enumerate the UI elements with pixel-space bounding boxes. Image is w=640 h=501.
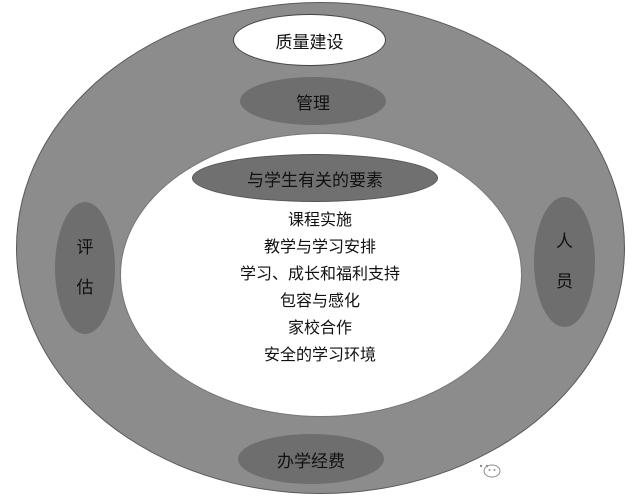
list-item: 包容与感化 (279, 291, 360, 310)
list-item: 安全的学习环境 (263, 345, 376, 364)
evaluation-char-2: 估 (76, 278, 94, 298)
watermark: E智慧诊断评估 (474, 458, 607, 479)
student-factors-label: 与学生有关的要素 (247, 170, 383, 191)
top-pill-label: 质量建设 (275, 32, 344, 53)
personnel-char-2: 员 (556, 272, 573, 292)
list-item: 学习、成长和福利支持 (239, 264, 400, 283)
list-item: 教学与学习安排 (263, 237, 376, 256)
list-item: 家校合作 (287, 318, 352, 337)
funding-label: 办学经费 (277, 451, 345, 472)
top-pill-quality: 质量建设 (233, 14, 386, 66)
evaluation-char-1: 评 (76, 238, 94, 258)
watermark-text: E智慧诊断评估 (508, 460, 608, 478)
list-item: 课程实施 (287, 210, 352, 229)
student-factors-list: 课程实施 教学与学习安排 学习、成长和福利支持 包容与感化 家校合作 安全的学习… (200, 206, 440, 368)
funding-pill: 办学经费 (238, 434, 384, 484)
student-factors-pill: 与学生有关的要素 (192, 154, 438, 202)
management-pill: 管理 (240, 77, 386, 125)
personnel-char-1: 人 (556, 232, 573, 252)
personnel-pill: 人 员 (534, 197, 595, 327)
evaluation-pill: 评 估 (55, 202, 115, 334)
management-label: 管理 (296, 93, 330, 114)
wechat-icon (475, 460, 501, 477)
